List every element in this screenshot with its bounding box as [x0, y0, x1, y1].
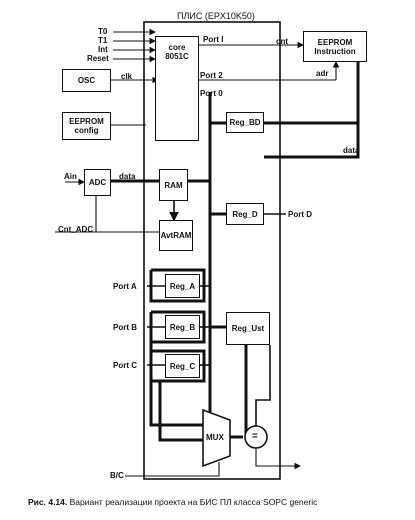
reg-d-label: Reg_D	[232, 209, 258, 219]
caption-text: Вариант реализации проекта на БИС ПЛ кла…	[69, 497, 318, 507]
reg-bd-block: Reg_BD	[226, 112, 264, 133]
port-2-label: Port 2	[200, 71, 223, 80]
data-right-label: data	[343, 146, 360, 155]
adc-ram-links	[55, 178, 179, 233]
reg-a-block: Reg_A	[165, 274, 200, 298]
cnt-label: cnt	[276, 37, 288, 46]
clk-label: clk	[121, 72, 133, 81]
port-registers	[147, 268, 210, 442]
core-block: core 8051C	[155, 36, 199, 141]
adc-label: ADC	[88, 178, 107, 187]
adc-block: ADC	[84, 169, 111, 196]
port-d-label: Port D	[288, 210, 312, 219]
reg-d-block: Reg_D	[226, 203, 264, 225]
port0-bus	[187, 92, 358, 432]
port-b-label: Port B	[113, 323, 137, 332]
reg-c-label: Reg_C	[169, 361, 196, 371]
avtram-block: AvtRAM	[159, 220, 193, 251]
core-label: core 8051C	[165, 43, 189, 61]
data-adc-label: data	[119, 172, 136, 181]
reg-b-label: Reg_B	[169, 322, 196, 332]
eeprom-config-block: EEPROM config	[62, 112, 111, 140]
comparator-shape	[244, 425, 268, 449]
figure-caption: Рис. 4.14. Вариант реализации проекта на…	[28, 497, 408, 507]
fpga-outline	[143, 21, 281, 480]
port-i-label: Port I	[203, 35, 224, 44]
reg-ust-label: Reg_Ust	[231, 324, 265, 333]
port-a-label: Port A	[113, 282, 137, 291]
ram-label: RAM	[164, 180, 183, 190]
cnt-adc-label: Cnt_ADC	[58, 225, 94, 234]
reg-a-label: Reg_A	[169, 281, 196, 291]
osc-label: OSC	[77, 76, 96, 85]
avtram-label: AvtRAM	[160, 231, 192, 240]
ram-block: RAM	[159, 169, 188, 201]
chip-title: ПЛИС (EPX10K50)	[177, 11, 255, 21]
input-t0: T0	[98, 27, 108, 36]
reg-ust-block: Reg_Ust	[226, 312, 270, 345]
osc-block: OSC	[62, 69, 111, 92]
comparator-links	[224, 345, 302, 470]
comparator-label: =	[252, 431, 258, 442]
reg-b-block: Reg_B	[165, 315, 200, 339]
mux-label: MUX	[206, 433, 224, 442]
input-int: Int	[98, 45, 108, 54]
reg-c-block: Reg_C	[165, 354, 200, 378]
adr-label: adr	[316, 69, 329, 78]
eeprom-config-label: EEPROM config	[69, 117, 104, 135]
input-t1: T1	[98, 36, 108, 45]
input-lines	[113, 28, 157, 63]
bc-select	[125, 462, 220, 477]
eeprom-instruction-label: EEPROM Instruction	[314, 37, 356, 56]
input-reset: Reset	[87, 54, 109, 63]
core-eeprom-links	[198, 41, 360, 159]
ain-label: Ain	[64, 172, 77, 181]
reg-bd-label: Reg_BD	[229, 118, 261, 127]
caption-number: Рис. 4.14.	[28, 497, 68, 507]
port-c-label: Port C	[113, 361, 137, 370]
bc-label: B/C	[110, 471, 124, 480]
eeprom-instruction-block: EEPROM Instruction	[303, 31, 367, 62]
mux-shape	[202, 408, 231, 468]
port-0-label: Port 0	[200, 89, 223, 98]
